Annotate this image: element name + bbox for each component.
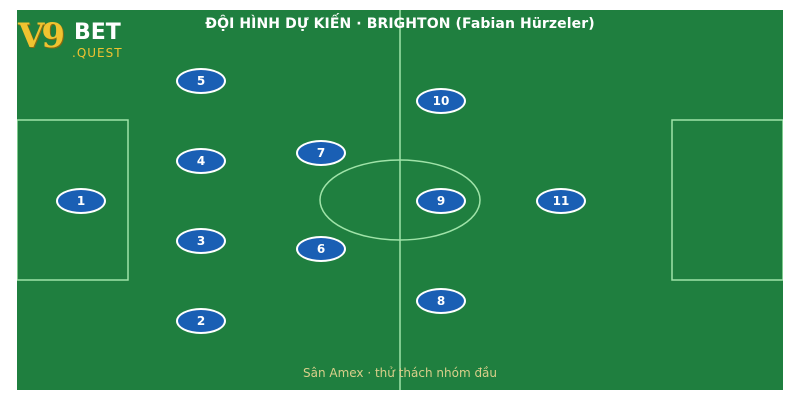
- player-marker-8: 8: [416, 288, 466, 314]
- center-circle: [319, 159, 481, 241]
- logo-mark: V9: [18, 16, 65, 56]
- logo-subtext: .QUEST: [72, 46, 123, 60]
- player-marker-7: 7: [296, 140, 346, 166]
- player-marker-9: 9: [416, 188, 466, 214]
- logo-wordmark: BET: [74, 20, 121, 45]
- formation-title: ĐỘI HÌNH DỰ KIẾN · BRIGHTON (Fabian Hürz…: [205, 16, 595, 32]
- brand-logo: V9 BET .QUEST: [18, 14, 148, 66]
- player-marker-6: 6: [296, 236, 346, 262]
- football-pitch: [17, 10, 783, 390]
- player-marker-1: 1: [56, 188, 106, 214]
- pitch-markings: [17, 10, 783, 390]
- player-marker-3: 3: [176, 228, 226, 254]
- left-penalty-box: [17, 119, 129, 281]
- player-marker-4: 4: [176, 148, 226, 174]
- player-marker-2: 2: [176, 308, 226, 334]
- right-penalty-box: [671, 119, 783, 281]
- player-marker-10: 10: [416, 88, 466, 114]
- player-marker-11: 11: [536, 188, 586, 214]
- player-marker-5: 5: [176, 68, 226, 94]
- venue-caption: Sân Amex · thử thách nhóm đầu: [302, 366, 498, 380]
